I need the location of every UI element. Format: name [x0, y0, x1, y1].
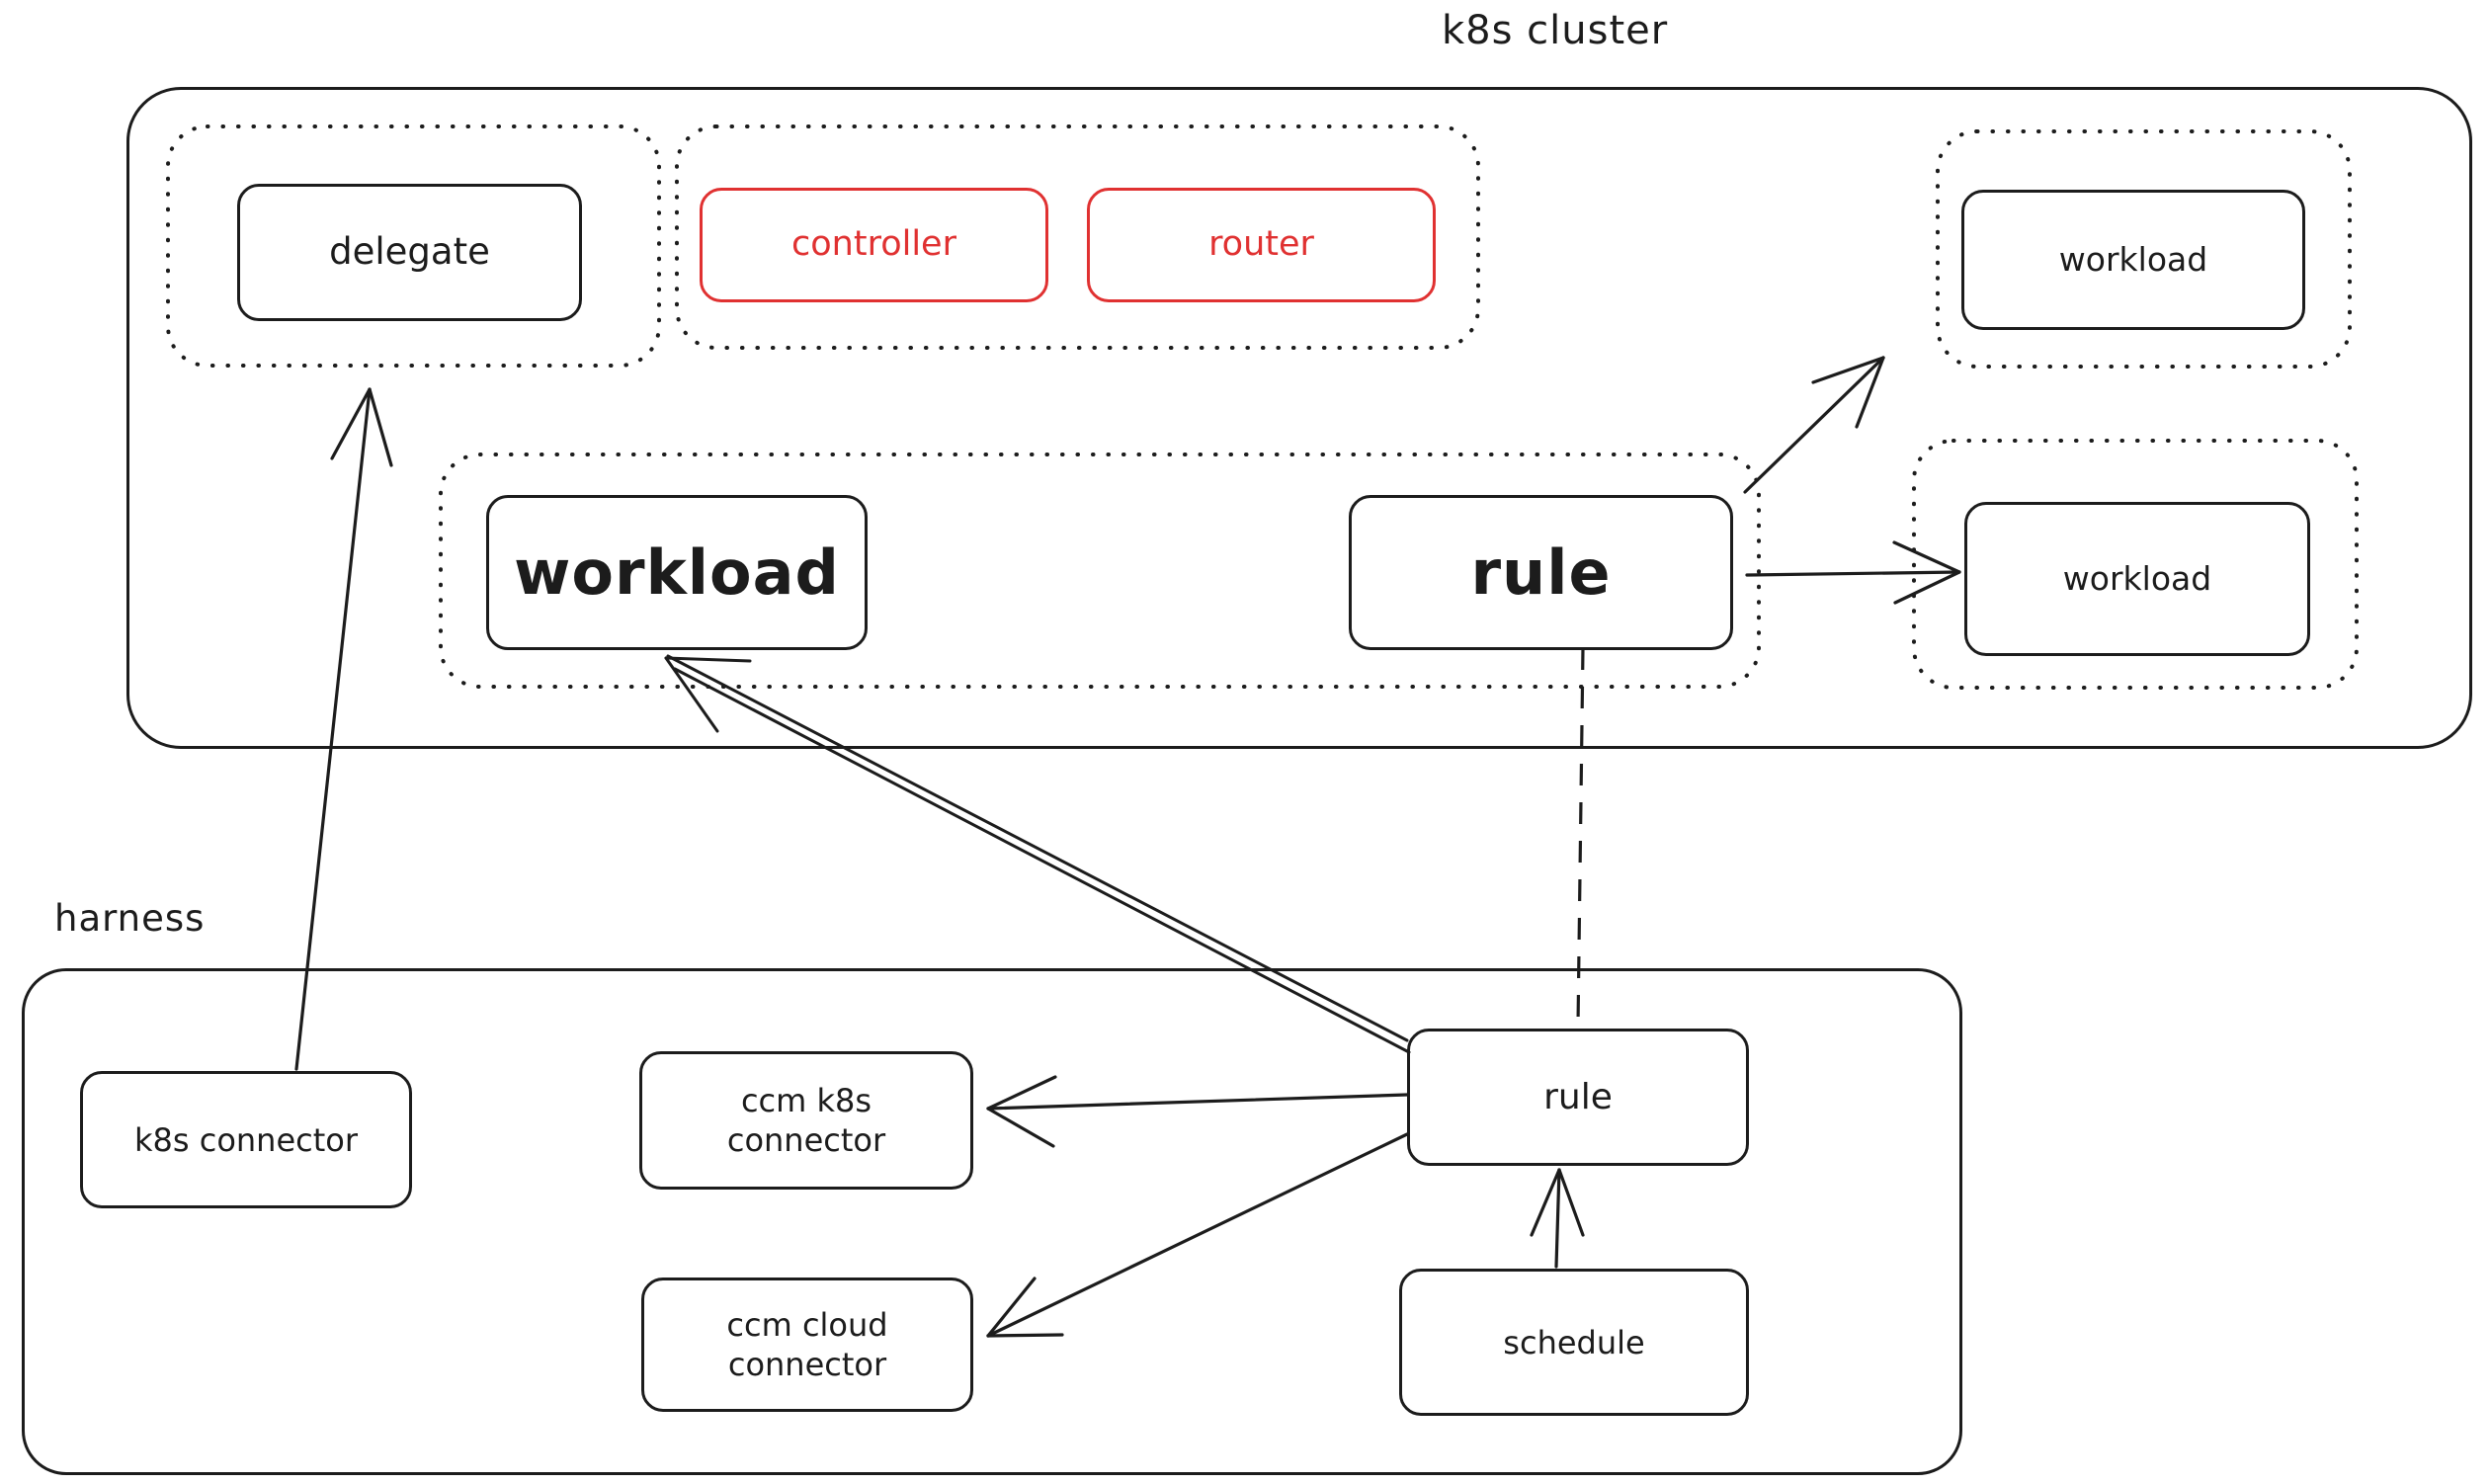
k8s-connector-node-label: k8s connector — [133, 1120, 359, 1159]
workload-top-node-label: workload — [2058, 240, 2208, 280]
ccm-cloud-connector-node: ccm cloud connector — [641, 1278, 973, 1412]
workload-mid-node: workload — [486, 495, 868, 650]
delegate-node-label: delegate — [329, 230, 490, 274]
router-node-label: router — [1208, 224, 1314, 265]
schedule-node: schedule — [1399, 1269, 1749, 1416]
router-node: router — [1087, 188, 1436, 302]
harness-label: harness — [54, 897, 206, 940]
rule-harness-node: rule — [1407, 1029, 1749, 1166]
rule-k8s-node-label: rule — [1470, 536, 1612, 609]
rule-k8s-node: rule — [1349, 495, 1733, 650]
workload-top-node: workload — [1961, 190, 2305, 330]
k8s-connector-node: k8s connector — [80, 1071, 412, 1208]
workload-right-node-label: workload — [2062, 559, 2212, 599]
ccm-k8s-connector-node: ccm k8s connector — [639, 1051, 973, 1190]
k8s-cluster-label: k8s cluster — [1442, 8, 1669, 53]
delegate-node: delegate — [237, 184, 582, 321]
schedule-node-label: schedule — [1503, 1323, 1645, 1361]
workload-right-node: workload — [1964, 502, 2310, 656]
controller-node: controller — [700, 188, 1048, 302]
ccm-cloud-connector-node-label: ccm cloud connector — [726, 1306, 888, 1383]
controller-node-label: controller — [791, 224, 956, 265]
ccm-k8s-connector-node-label: ccm k8s connector — [726, 1082, 886, 1159]
rule-harness-node-label: rule — [1543, 1077, 1613, 1117]
workload-mid-node-label: workload — [514, 536, 840, 609]
